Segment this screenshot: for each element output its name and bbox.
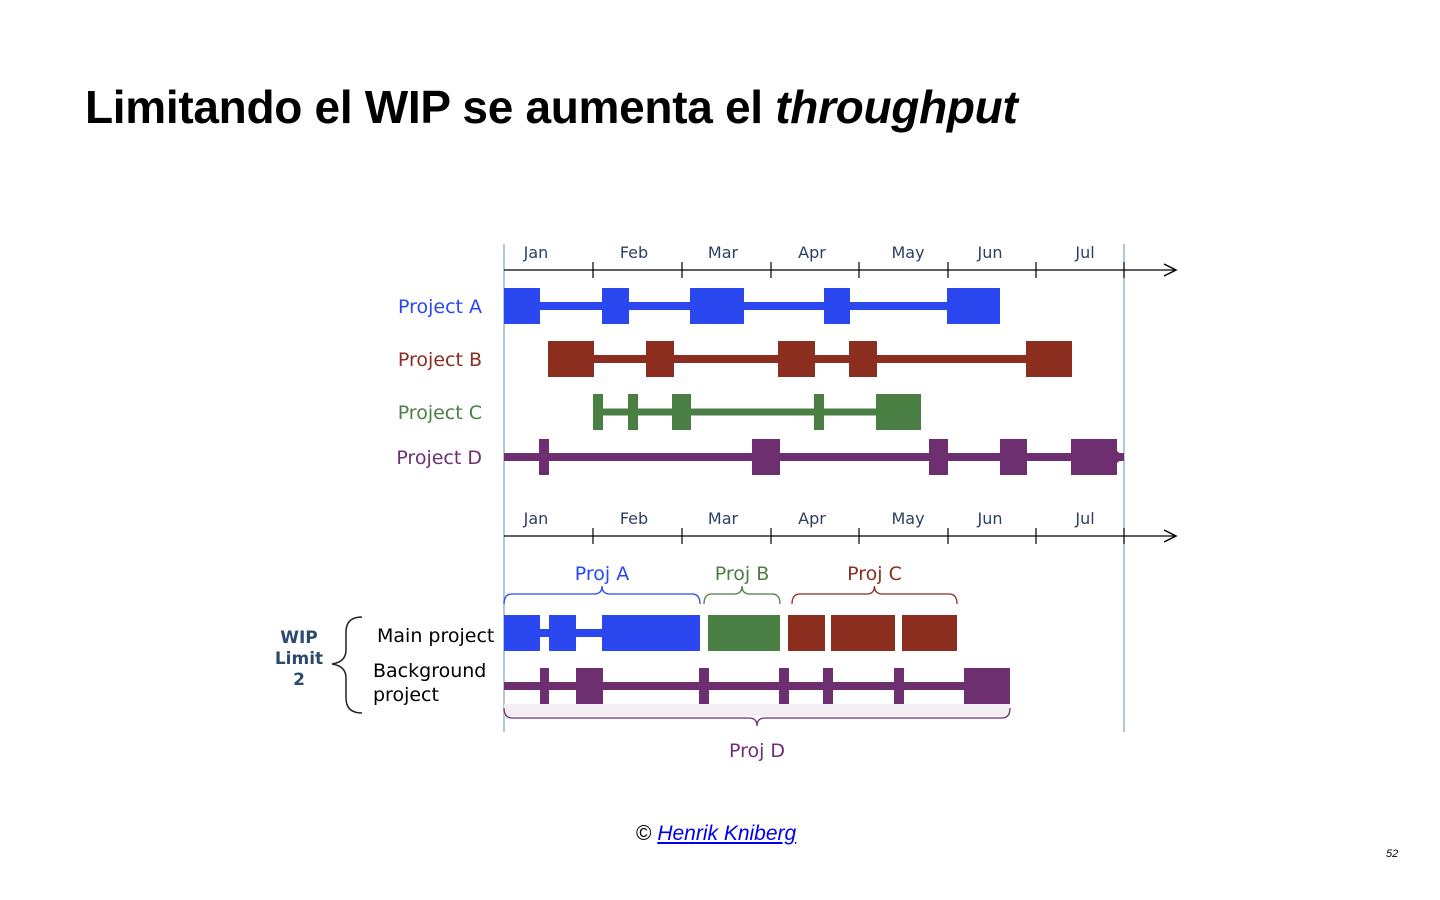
bottom-month-label-may: May xyxy=(891,509,924,528)
bottom-axis-arrow-icon xyxy=(1163,529,1178,543)
project-b-block xyxy=(778,341,815,377)
project-c-block xyxy=(814,394,824,430)
background-proj-d-block xyxy=(823,668,833,704)
proj-d-brace-icon xyxy=(503,707,1011,727)
main-proj-c-block xyxy=(831,615,895,651)
top-month-label-feb: Feb xyxy=(620,243,648,262)
slide-title-emphasis: throughput xyxy=(775,81,1018,133)
slide-title: Limitando el WIP se aumenta el throughpu… xyxy=(85,80,1018,134)
proj-a-brace-icon xyxy=(503,585,701,605)
main-proj-a-block xyxy=(656,615,673,651)
main-proj-a-block xyxy=(602,615,656,651)
proj-a-label: Proj A xyxy=(575,563,629,585)
main-proj-a-block xyxy=(549,615,576,651)
background-proj-d-block xyxy=(576,668,603,704)
proj-c-brace-icon xyxy=(791,585,958,605)
project-a-track xyxy=(504,302,1000,310)
wip-limit-label-line: Limit xyxy=(275,649,323,669)
author-link[interactable]: Henrik Kniberg xyxy=(657,822,797,845)
bottom-month-label-jan: Jan xyxy=(523,509,549,528)
project-d-block xyxy=(539,439,549,475)
background-project-label-line2: project xyxy=(373,684,439,706)
main-proj-c-block xyxy=(788,615,825,651)
proj-b-label: Proj B xyxy=(715,563,770,585)
proj-c-label: Proj C xyxy=(847,563,902,585)
background-proj-d-block xyxy=(779,668,789,704)
project-b-block xyxy=(1026,341,1072,377)
top-month-label-may: May xyxy=(891,243,924,262)
project-d-label: Project D xyxy=(396,447,482,469)
proj-d-label: Proj D xyxy=(729,740,785,762)
proj-d-shadow-band xyxy=(504,704,1010,716)
main-project-label: Main project xyxy=(377,625,494,647)
project-c-track xyxy=(593,408,921,416)
background-proj-d-block xyxy=(540,668,549,704)
project-d-block xyxy=(929,439,948,475)
page-number: 52 xyxy=(1386,848,1399,860)
project-d-block xyxy=(1071,439,1117,475)
project-d-track xyxy=(504,453,1124,461)
top-month-label-mar: Mar xyxy=(708,243,739,262)
project-d-end-marker xyxy=(1117,451,1124,463)
background-proj-d-block xyxy=(894,668,904,704)
copyright-prefix: © xyxy=(636,822,658,845)
project-b-label: Project B xyxy=(398,349,482,371)
background-project-label-line1: Background xyxy=(373,660,486,682)
wip-brace-icon xyxy=(331,616,363,714)
proj-b-brace-icon xyxy=(703,585,781,605)
project-d-block xyxy=(1000,439,1027,475)
project-a-block xyxy=(504,288,540,324)
project-b-block xyxy=(849,341,877,377)
project-c-block xyxy=(628,394,638,430)
project-b-block xyxy=(548,341,594,377)
bottom-month-label-feb: Feb xyxy=(620,509,648,528)
slide-title-main: Limitando el WIP se aumenta el xyxy=(85,81,776,133)
bottom-month-label-jul: Jul xyxy=(1074,509,1094,528)
background-proj-d-track xyxy=(504,682,1010,690)
project-a-label: Project A xyxy=(398,296,482,318)
project-c-block xyxy=(672,394,691,430)
project-c-block xyxy=(593,394,603,430)
main-proj-a-block xyxy=(673,615,700,651)
background-proj-d-block xyxy=(699,668,709,704)
credit: © Henrik Kniberg xyxy=(636,822,796,846)
project-b-block xyxy=(646,341,674,377)
top-axis-arrow-icon xyxy=(1163,263,1178,277)
project-a-block xyxy=(602,288,629,324)
wip-limit-label-line: WIP xyxy=(280,628,318,648)
main-proj-b-block xyxy=(708,615,780,651)
bottom-month-label-jun: Jun xyxy=(977,509,1003,528)
top-month-label-jun: Jun xyxy=(977,243,1003,262)
top-month-label-apr: Apr xyxy=(798,243,826,262)
wip-limit-label-line: 2 xyxy=(293,670,305,690)
project-d-block xyxy=(752,439,780,475)
main-proj-a-block xyxy=(504,615,540,651)
project-a-block xyxy=(824,288,850,324)
bottom-month-label-mar: Mar xyxy=(708,509,739,528)
project-a-block xyxy=(690,288,744,324)
main-proj-c-block xyxy=(902,615,957,651)
top-month-label-jul: Jul xyxy=(1074,243,1094,262)
project-c-label: Project C xyxy=(398,402,482,424)
bottom-month-label-apr: Apr xyxy=(798,509,826,528)
top-month-label-jan: Jan xyxy=(523,243,549,262)
background-proj-d-block xyxy=(964,668,1010,704)
project-c-block xyxy=(876,394,921,430)
project-a-block xyxy=(947,288,1000,324)
